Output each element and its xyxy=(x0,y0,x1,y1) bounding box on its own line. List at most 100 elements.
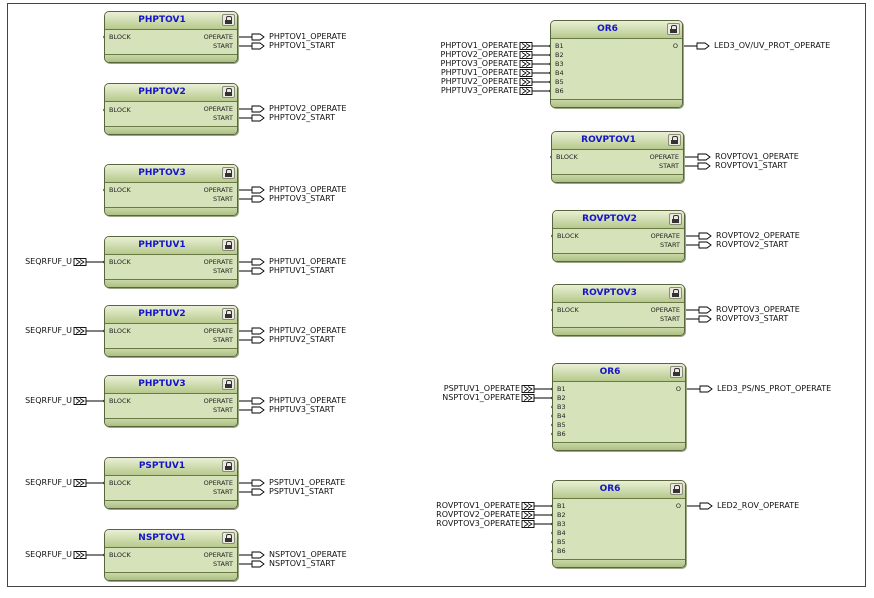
input-signal-label[interactable]: NSPTOV1_OPERATE xyxy=(442,393,520,402)
input-connector[interactable] xyxy=(521,394,535,402)
input-connector[interactable] xyxy=(73,479,87,487)
input-connector[interactable] xyxy=(519,60,533,68)
output-connector[interactable] xyxy=(251,397,265,405)
output-signal-label[interactable]: PHPTOV1_OPERATE xyxy=(269,32,347,41)
lock-icon[interactable] xyxy=(222,167,235,179)
output-signal-label[interactable]: PSPTUV1_START xyxy=(269,487,334,496)
input-connector[interactable] xyxy=(519,87,533,95)
input-signal-label[interactable]: PHPTOV3_OPERATE xyxy=(440,59,518,68)
lock-icon[interactable] xyxy=(222,532,235,544)
output-signal-label[interactable]: NSPTOV1_START xyxy=(269,559,336,568)
output-signal-label[interactable]: ROVPTOV2_START xyxy=(716,240,789,249)
output-connector[interactable] xyxy=(251,33,265,41)
input-signal-label[interactable]: PHPTUV1_OPERATE xyxy=(440,68,518,77)
input-signal-label[interactable]: SEQRFUF_U xyxy=(25,257,72,266)
input-connector[interactable] xyxy=(73,327,87,335)
output-connector[interactable] xyxy=(251,479,265,487)
lock-icon[interactable] xyxy=(222,14,235,26)
output-connector[interactable] xyxy=(698,315,712,323)
output-signal-label[interactable]: LED3_OV/UV_PROT_OPERATE xyxy=(714,41,831,50)
output-connector[interactable] xyxy=(251,560,265,568)
output-connector[interactable] xyxy=(699,502,713,510)
input-connector[interactable] xyxy=(519,51,533,59)
output-connector[interactable] xyxy=(699,385,713,393)
output-signal-label[interactable]: PHPTUV3_OPERATE xyxy=(269,396,347,405)
input-connector[interactable] xyxy=(521,520,535,528)
output-signal-label[interactable]: PHPTOV2_OPERATE xyxy=(269,104,347,113)
output-connector[interactable] xyxy=(696,42,710,50)
output-connector[interactable] xyxy=(251,551,265,559)
output-connector[interactable] xyxy=(697,153,711,161)
input-connector[interactable] xyxy=(519,42,533,50)
output-signal-label[interactable]: PHPTUV1_START xyxy=(269,266,335,275)
output-signal-label[interactable]: PHPTOV2_START xyxy=(269,113,335,122)
input-connector[interactable] xyxy=(73,551,87,559)
output-connector[interactable] xyxy=(251,258,265,266)
output-connector[interactable] xyxy=(251,186,265,194)
input-signal-label[interactable]: SEQRFUF_U xyxy=(25,478,72,487)
output-signal-label[interactable]: LED2_ROV_OPERATE xyxy=(717,501,800,510)
output-connector[interactable] xyxy=(251,488,265,496)
input-signal-label[interactable]: PHPTUV3_OPERATE xyxy=(440,86,518,95)
output-connector[interactable] xyxy=(251,42,265,50)
input-connector[interactable] xyxy=(73,258,87,266)
output-connector[interactable] xyxy=(251,267,265,275)
output-signal-label[interactable]: ROVPTOV1_START xyxy=(715,161,788,170)
output-signal-label[interactable]: ROVPTOV3_START xyxy=(716,314,789,323)
input-connector[interactable] xyxy=(519,78,533,86)
output-signal-label[interactable]: ROVPTOV2_OPERATE xyxy=(716,231,800,240)
lock-icon[interactable] xyxy=(222,460,235,472)
output-signal-label[interactable]: PHPTOV3_START xyxy=(269,194,335,203)
input-connector[interactable] xyxy=(521,385,535,393)
input-signal-label[interactable]: ROVPTOV3_OPERATE xyxy=(436,519,520,528)
input-signal-label[interactable]: SEQRFUF_U xyxy=(25,396,72,405)
input-connector[interactable] xyxy=(73,397,87,405)
output-signal-label[interactable]: PHPTUV1_OPERATE xyxy=(269,257,347,266)
output-connector[interactable] xyxy=(251,336,265,344)
input-connector[interactable] xyxy=(519,69,533,77)
lock-icon[interactable] xyxy=(222,239,235,251)
output-signal-label[interactable]: PHPTOV1_START xyxy=(269,41,335,50)
lock-icon[interactable] xyxy=(222,86,235,98)
lock-icon[interactable] xyxy=(668,134,681,146)
output-signal-label[interactable]: NSPTOV1_OPERATE xyxy=(269,550,347,559)
output-signal-label[interactable]: PHPTUV3_START xyxy=(269,405,335,414)
output-connector[interactable] xyxy=(698,306,712,314)
input-signal-label[interactable]: SEQRFUF_U xyxy=(25,550,72,559)
output-signal-label[interactable]: ROVPTOV3_OPERATE xyxy=(716,305,800,314)
input-signal-label[interactable]: PHPTOV2_OPERATE xyxy=(440,50,518,59)
input-signal-label[interactable]: ROVPTOV1_OPERATE xyxy=(436,501,520,510)
output-signal-label[interactable]: PHPTOV3_OPERATE xyxy=(269,185,347,194)
output-signal-label[interactable]: PSPTUV1_OPERATE xyxy=(269,478,346,487)
output-connector[interactable] xyxy=(251,105,265,113)
output-signal-label[interactable]: PHPTUV2_START xyxy=(269,335,335,344)
input-signal-label[interactable]: ROVPTOV2_OPERATE xyxy=(436,510,520,519)
lock-icon[interactable] xyxy=(222,378,235,390)
input-signal-label[interactable]: PSPTUV1_OPERATE xyxy=(443,384,520,393)
input-connector[interactable] xyxy=(521,511,535,519)
output-connector[interactable] xyxy=(697,162,711,170)
input-signal-label[interactable]: PHPTOV1_OPERATE xyxy=(440,41,518,50)
output-connector[interactable] xyxy=(698,241,712,249)
output-signal-label[interactable]: ROVPTOV1_OPERATE xyxy=(715,152,799,161)
output-signal-label[interactable]: PHPTUV2_OPERATE xyxy=(269,326,347,335)
input-connector[interactable] xyxy=(521,502,535,510)
lock-icon[interactable] xyxy=(667,23,680,35)
lock-icon[interactable] xyxy=(670,366,683,378)
input-signal-label[interactable]: PHPTUV2_OPERATE xyxy=(440,77,518,86)
lock-icon[interactable] xyxy=(669,287,682,299)
